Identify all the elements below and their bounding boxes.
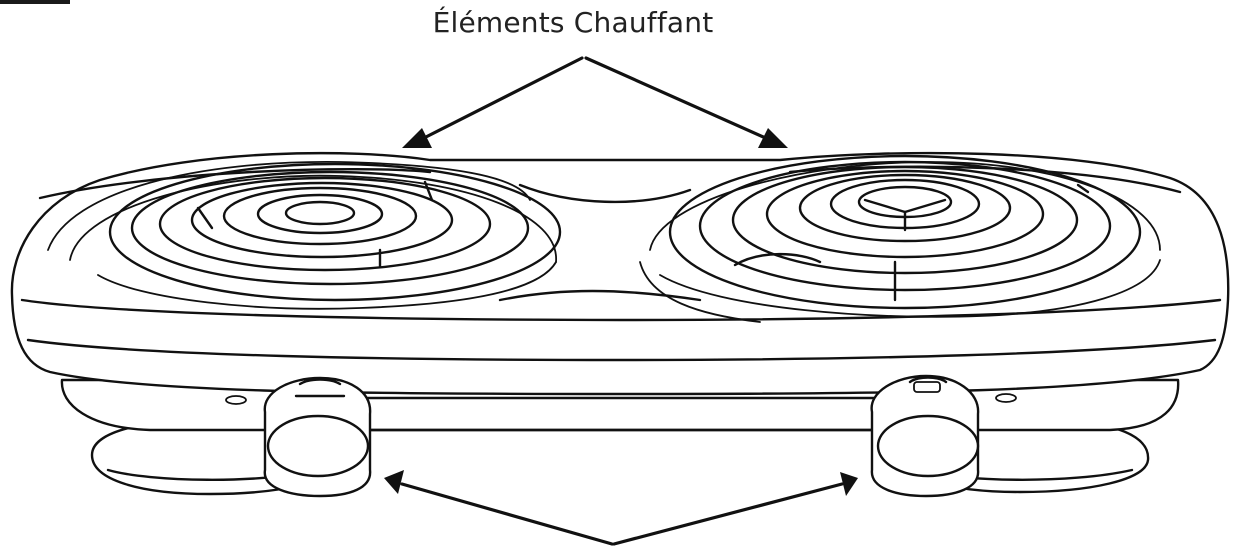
corner-mark [0,0,70,4]
heating-element-arrows [402,56,788,148]
right-control-knob[interactable] [870,374,980,498]
right-heating-element [668,154,1142,310]
control-knob-arrows [384,470,858,546]
plate-body [10,151,1230,396]
heating-elements-label: Éléments Chauffant [432,6,714,39]
left-control-knob[interactable] [263,376,372,498]
left-heating-element [108,162,562,302]
